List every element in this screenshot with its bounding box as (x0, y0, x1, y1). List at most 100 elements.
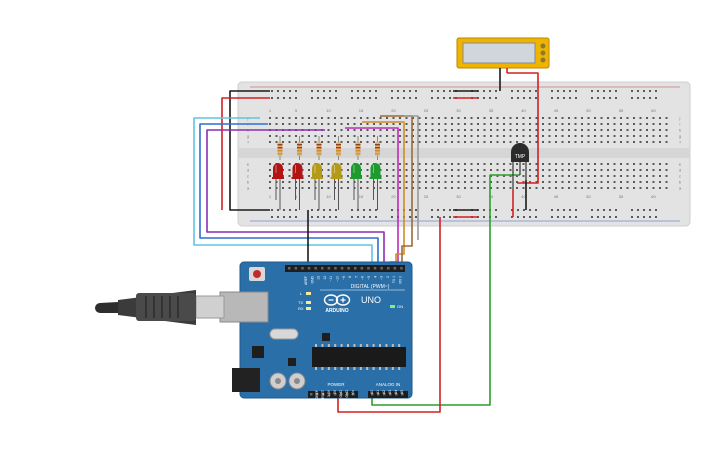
row-letter: d (679, 168, 681, 173)
row-letter: a (247, 186, 250, 191)
column-number: 1 (269, 108, 272, 113)
pin-label: AREF (304, 276, 308, 285)
column-number: 35 (489, 194, 494, 199)
resistor[interactable] (336, 136, 341, 160)
row-letter: d (247, 168, 249, 173)
breadboard: 1155101015152020252530303535404045455050… (237, 81, 691, 227)
wire-blue-led (199, 123, 379, 268)
yellow-led-2[interactable] (330, 163, 343, 210)
pin-label: 4 (373, 276, 377, 278)
lcd-module[interactable] (456, 37, 550, 91)
row-letter: b (247, 180, 250, 185)
pin-label: A4 (394, 390, 398, 394)
row-letter: j (679, 116, 681, 121)
temperature-sensor[interactable]: TMP (511, 143, 529, 190)
pin-label: GND (310, 275, 314, 283)
resistor[interactable] (297, 136, 302, 160)
pin-label: TX 1 (392, 276, 396, 283)
column-number: 20 (391, 108, 396, 113)
pin-label: ~9 (342, 276, 346, 280)
breadboard-center-channel (238, 148, 690, 158)
green-led-1[interactable] (350, 163, 362, 210)
pin-label: 13 (317, 276, 321, 280)
column-number: 45 (554, 108, 559, 113)
usb-cable-grip (136, 293, 196, 321)
board-model: UNO (361, 295, 381, 305)
tx-led (306, 301, 311, 304)
rx-led-label: RX (298, 306, 304, 311)
pin-label: 5V (333, 389, 337, 394)
row-letter: c (247, 174, 249, 179)
yellow-led-1[interactable] (311, 163, 323, 210)
row-letter: e (247, 162, 250, 167)
row-letter: e (679, 162, 682, 167)
row-letter: f (679, 140, 681, 145)
column-number: 45 (554, 194, 559, 199)
power-header (308, 391, 358, 398)
voltage-regulator (252, 346, 264, 358)
crystal-oscillator (269, 328, 299, 340)
red-led-1[interactable] (272, 163, 284, 210)
wire-orange-led (362, 121, 405, 268)
row-letter: g (247, 134, 249, 139)
pin-label: GND (345, 389, 349, 397)
red-led-2[interactable] (291, 163, 304, 210)
column-number: 50 (586, 194, 591, 199)
analog-header (368, 391, 408, 398)
column-number: 35 (489, 108, 494, 113)
analog-label: ANALOG IN (376, 382, 401, 387)
atmega-chip (312, 347, 406, 367)
wire-black-rail-left (229, 90, 270, 211)
chip-legs (315, 344, 401, 370)
l-led (306, 292, 311, 295)
pin-label: A0 (370, 390, 374, 394)
column-number: 50 (586, 108, 591, 113)
usb-port (219, 291, 269, 323)
usb-plug-metal (195, 295, 225, 319)
pin-label: A3 (388, 390, 392, 394)
pin-label: ~11 (329, 276, 333, 282)
column-number: 40 (521, 108, 526, 113)
on-led (390, 305, 395, 308)
wire-red-lcd-to-sensor (507, 72, 539, 184)
wire-red-rail-left (221, 97, 270, 210)
breadboard-holes (250, 86, 680, 222)
l-led-label: L (300, 291, 303, 296)
digital-label: DIGITAL (PWM~) (351, 284, 390, 290)
pin-label: A2 (382, 390, 386, 394)
column-number: 60 (651, 194, 656, 199)
pin-label: ~6 (361, 276, 365, 280)
row-letter: b (679, 180, 682, 185)
power-jack (232, 368, 260, 392)
lcd-pin-2 (540, 50, 546, 56)
sensor-label: TMP (515, 154, 526, 160)
row-letter: h (679, 128, 681, 133)
pin-label: IOREF (315, 390, 319, 400)
column-number: 10 (326, 194, 331, 199)
row-letter: a (679, 186, 682, 191)
wire-cyan-led (193, 117, 373, 268)
green-led-2[interactable] (369, 163, 382, 210)
resistor[interactable] (316, 136, 322, 160)
column-number: 10 (326, 108, 331, 113)
column-number: 55 (619, 108, 624, 113)
pin-label: 12 (323, 276, 327, 280)
column-number: 40 (521, 194, 526, 199)
column-number: 5 (295, 194, 298, 199)
pin-label: Vin (351, 390, 355, 395)
resistor[interactable] (375, 136, 380, 160)
resistor[interactable] (355, 136, 361, 160)
pin-label: A1 (376, 390, 380, 394)
row-letter: f (247, 140, 249, 145)
breadboard-column-numbers: 1155101015152020252530303535404045455050… (269, 108, 657, 199)
usb-cable (95, 302, 118, 313)
wire-red-5v (337, 217, 441, 413)
resistor[interactable] (277, 136, 283, 160)
column-number: 20 (391, 194, 396, 199)
wire-gray-led (404, 115, 419, 240)
pin-label: ~3 (380, 276, 384, 280)
